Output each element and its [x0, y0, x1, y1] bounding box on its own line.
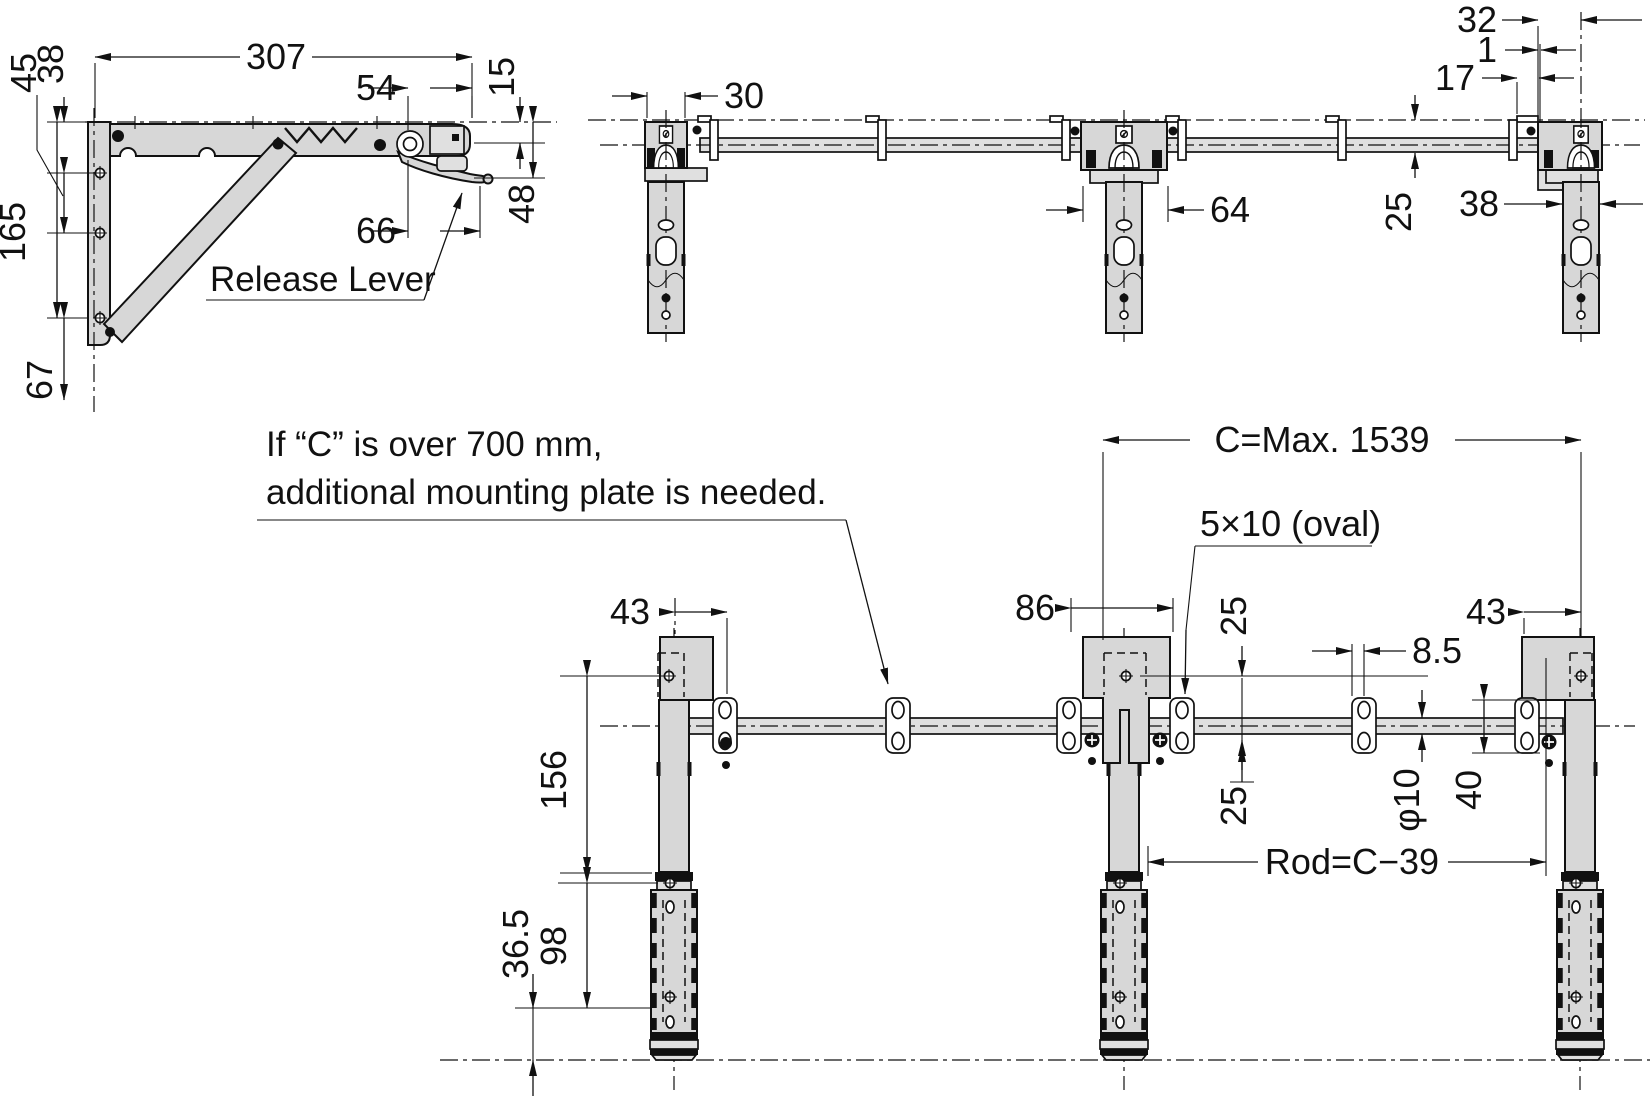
dim-top-clearance: 15	[481, 57, 522, 97]
dim-below-plate: 67	[19, 360, 60, 400]
dim-clearance-below: 25	[1213, 786, 1254, 826]
dim-clip-height: 40	[1448, 770, 1489, 810]
dim-c-span: C=Max. 1539	[1214, 419, 1429, 460]
dim-top-to-hole: 38	[30, 44, 71, 84]
front-view: 30 64 32 1 17 25 38	[588, 0, 1645, 343]
dim-end-inset: 32	[1457, 0, 1497, 40]
note-line1: If “C” is over 700 mm,	[266, 425, 602, 464]
plate-right	[1514, 636, 1595, 767]
dim-foot-height: 36.5	[495, 909, 536, 979]
release-lever-label: Release Lever	[210, 260, 436, 299]
dim-plate-length: 165	[0, 202, 33, 262]
plate-middle	[1056, 636, 1195, 765]
dim-upper-leg: 156	[533, 750, 574, 810]
free-clamp-1	[885, 697, 911, 754]
dim-left-plate-offset: 43	[610, 591, 650, 632]
front-leg-left	[644, 109, 708, 343]
dim-clearance-above: 25	[1213, 596, 1254, 636]
dim-folded-height: 48	[501, 184, 542, 224]
dim-rod-clearance: 25	[1378, 192, 1419, 232]
dim-leg-width: 38	[1459, 183, 1499, 224]
side-view: 307 54 15 48 66 38 45 165 67	[0, 36, 557, 412]
dim-right-plate-offset: 43	[1466, 591, 1506, 632]
dim-center-bracket-width: 64	[1210, 189, 1250, 230]
dim-lever-offset: 54	[356, 67, 396, 108]
note: If “C” is over 700 mm, additional mounti…	[257, 425, 889, 685]
dim-center-plate-width: 86	[1015, 587, 1055, 628]
dim-lever-reach: 66	[356, 210, 396, 251]
bottom-view: C=Max. 1539 5×10 (oval) 43 86 43 25 25	[440, 419, 1650, 1096]
dim-overall-width: 307	[246, 36, 306, 77]
rod-clips	[697, 115, 1539, 161]
dim-rod-length: Rod=C−39	[1265, 841, 1439, 882]
dim-hole-spacing: 45	[3, 53, 44, 93]
dim-rod-diameter: φ10	[1386, 768, 1427, 831]
front-leg-middle	[1070, 109, 1178, 343]
note-line2: additional mounting plate is needed.	[266, 473, 826, 512]
dim-clip-thickness: 8.5	[1412, 630, 1462, 671]
dim-clip-offset: 17	[1435, 57, 1475, 98]
plate-left	[657, 636, 738, 769]
dim-edge-gap: 1	[1477, 29, 1497, 70]
front-leg-right	[1526, 109, 1603, 343]
dim-lower-leg: 98	[533, 926, 574, 966]
dim-end-bracket-width: 30	[724, 75, 764, 116]
oval-hole-label: 5×10 (oval)	[1200, 503, 1381, 544]
free-clamp-2	[1351, 697, 1377, 754]
